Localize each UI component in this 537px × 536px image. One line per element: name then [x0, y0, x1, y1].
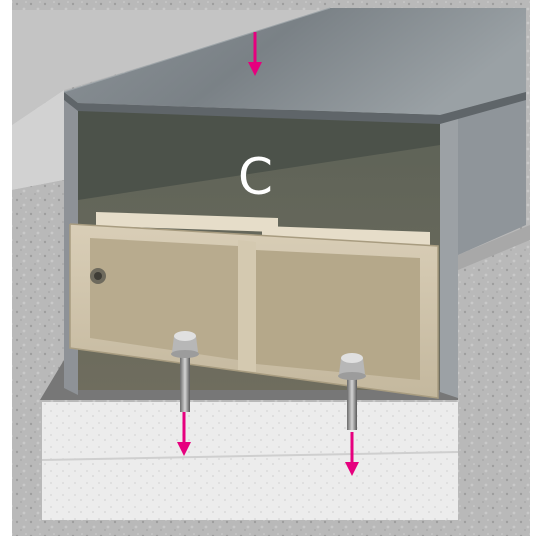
- cover-plate: [63, 7, 526, 124]
- anchor-bolt-right: [338, 353, 366, 430]
- channel-label: C: [238, 148, 273, 206]
- right-anchor-arrow: [345, 432, 359, 476]
- left-anchor-arrow: [177, 412, 191, 456]
- anchor-bolt-left: [171, 331, 199, 412]
- top-load-arrow: [248, 32, 262, 76]
- foundation-slab: [41, 402, 459, 520]
